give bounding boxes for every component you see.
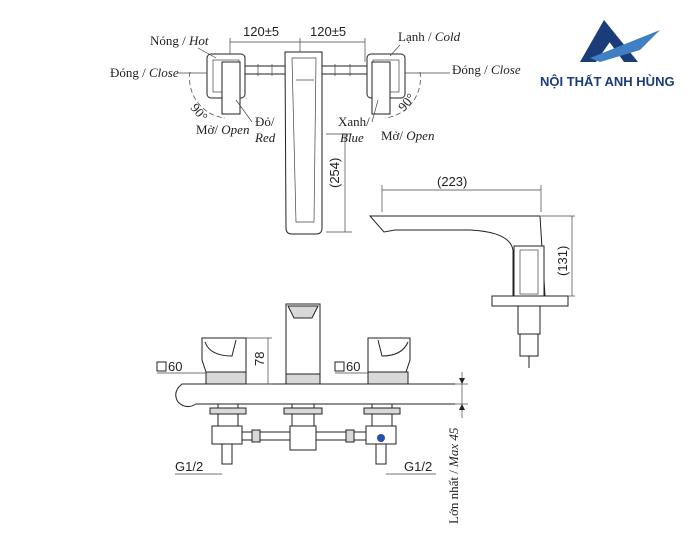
pipe-left	[241, 431, 291, 441]
label-blue: Xanh/	[338, 114, 370, 129]
handle-left-lever	[221, 61, 241, 115]
label-blue-en: Blue	[340, 130, 364, 145]
label-close-right: Đóng / Close	[452, 62, 521, 77]
spout-body-detail	[519, 249, 539, 295]
pipe-right	[315, 431, 367, 441]
label-open-left: Mở/ Open	[196, 122, 249, 137]
arrow-max-top	[459, 378, 465, 384]
valve-left-tail	[221, 443, 233, 465]
counter-top-edge	[175, 383, 455, 403]
handle-left-size: 60	[168, 359, 182, 374]
dim-spout-length: (223)	[437, 174, 467, 189]
shank-side	[517, 305, 541, 335]
label-cold: Lạnh / Cold	[398, 29, 461, 44]
label-open-right: Mở/ Open	[381, 128, 434, 143]
label-hot: Nóng / Hot	[150, 33, 209, 48]
logo-mark-swoosh	[590, 30, 660, 62]
spout-front-mouth	[287, 305, 319, 319]
brand-logo: NỘI THẤT ANH HÙNG	[540, 20, 675, 89]
label-red: Đỏ/	[255, 114, 275, 129]
arrow-max-bottom	[459, 404, 465, 410]
rotation-arc-right	[384, 71, 421, 119]
spout-connector	[289, 425, 317, 451]
leader-hot	[197, 47, 217, 59]
square-symbol-left	[156, 361, 167, 372]
square-symbol-right	[334, 361, 345, 372]
spout-top	[284, 51, 323, 235]
leader-cold	[389, 44, 401, 57]
valve-left-nut	[209, 407, 247, 415]
dim-right-width: 120±5	[310, 24, 346, 39]
max-thickness-label: Lớn nhất / Max 45	[446, 427, 461, 524]
thread-left: G1/2	[175, 459, 203, 474]
leader-blue	[371, 99, 379, 123]
leader-red	[235, 99, 253, 123]
valve-right-nut	[363, 407, 401, 415]
valve-right-shank	[371, 403, 393, 427]
cold-marker	[377, 434, 385, 442]
handle-right-lever-front	[377, 339, 409, 357]
side-view: (223) (131)	[368, 174, 575, 368]
handle-right-base	[367, 371, 409, 385]
label-red-en: Red	[254, 130, 276, 145]
angle-left: 90°	[188, 100, 211, 124]
deck-side	[491, 295, 569, 307]
brand-name: NỘI THẤT ANH HÙNG	[540, 74, 675, 89]
pipe-left-fitting	[251, 429, 261, 443]
spout-shank	[291, 403, 315, 427]
nut-side	[519, 333, 539, 357]
pipe-right-fitting	[345, 429, 355, 443]
handle-left-lever-front	[204, 339, 237, 357]
logo-mark-left	[580, 20, 614, 62]
valve-right-tail	[375, 443, 387, 465]
counter-bottom-edge	[177, 401, 455, 408]
label-close-left: Đóng / Close	[110, 65, 179, 80]
valve-left-body	[211, 425, 243, 445]
dim-spout-side-height: (131)	[555, 246, 570, 276]
top-view: 120±5 120±5 (254) 90° 90° Nóng / Hot	[110, 24, 521, 235]
spout-top-inner	[291, 57, 317, 223]
dim-handle-height: 78	[252, 352, 267, 366]
spout-front-base	[285, 373, 321, 385]
spout-body-side	[513, 245, 545, 297]
front-view: 78 60 60 G1/2 G1/2	[156, 303, 468, 524]
handle-right-lever	[371, 61, 391, 115]
dim-left-width: 120±5	[243, 24, 279, 39]
thread-right: G1/2	[404, 459, 432, 474]
dim-spout-height: (254)	[327, 158, 342, 188]
spout-nut	[283, 407, 323, 415]
rotation-arc-left	[189, 71, 226, 119]
handle-right-size: 60	[346, 359, 360, 374]
valve-left-shank	[217, 403, 239, 427]
handle-left-base	[205, 371, 247, 385]
